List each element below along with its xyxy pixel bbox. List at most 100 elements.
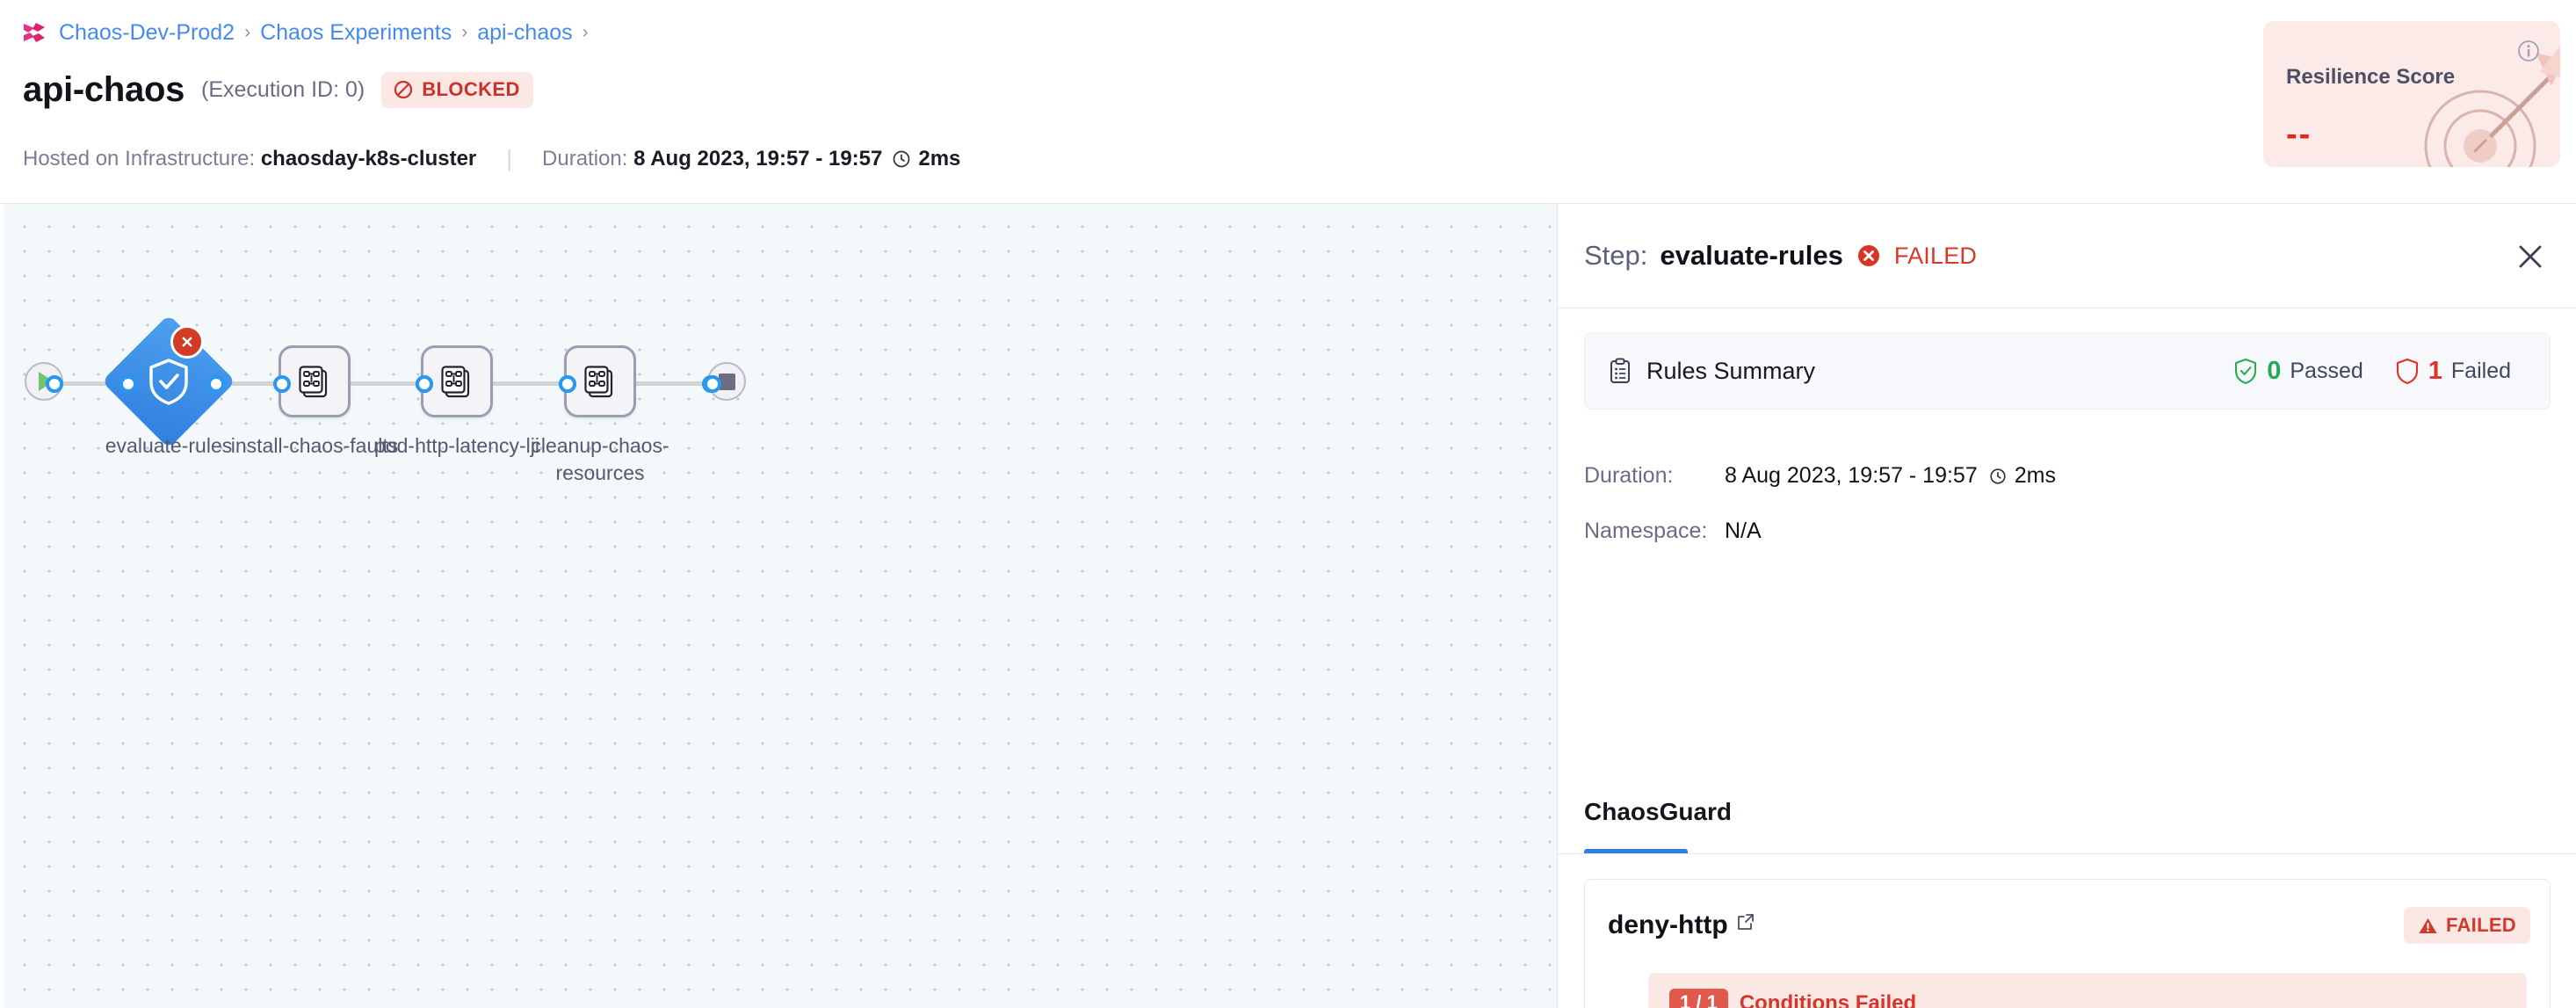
duration-time: 2ms bbox=[918, 146, 961, 170]
conditions-count-pill: 1 / 1 bbox=[1669, 989, 1728, 1008]
harness-logo-icon bbox=[24, 23, 45, 42]
duration-label: Duration: bbox=[542, 146, 628, 170]
tab-active-indicator bbox=[1584, 849, 1688, 853]
page-header: Chaos-Dev-Prod2 › Chaos Experiments › ap… bbox=[0, 0, 2576, 204]
rules-passed-stat: 0 Passed bbox=[2233, 357, 2363, 386]
pipeline-node-evaluate-rules[interactable] bbox=[101, 314, 236, 449]
namespace-key: Namespace: bbox=[1584, 519, 1708, 543]
panel-title-prefix: Step: bbox=[1584, 240, 1648, 271]
step-namespace-row: Namespace: N/A bbox=[1584, 519, 1762, 544]
edge-install-to-pod bbox=[342, 381, 421, 386]
rule-status-badge: FAILED bbox=[2403, 907, 2530, 944]
duration-value: 8 Aug 2023, 19:57 - 19:57 bbox=[1725, 463, 1978, 488]
edge-cleanup-to-end bbox=[628, 381, 714, 386]
breadcrumb-separator: › bbox=[461, 22, 468, 42]
infrastructure-label: Hosted on Infrastructure: bbox=[23, 146, 256, 170]
execution-id: (Execution ID: 0) bbox=[201, 77, 365, 102]
info-icon[interactable] bbox=[2516, 39, 2541, 63]
panel-status: FAILED bbox=[1893, 242, 1978, 269]
stop-icon bbox=[718, 373, 735, 390]
breadcrumb-item-0[interactable]: Chaos-Dev-Prod2 bbox=[59, 20, 235, 45]
tab-chaosguard-label: ChaosGuard bbox=[1584, 798, 1733, 825]
step-details-panel: Step: evaluate-rules FAILED Rules Summar… bbox=[1557, 204, 2576, 1008]
title-row: api-chaos (Execution ID: 0) BLOCKED bbox=[23, 70, 533, 110]
page-title: api-chaos bbox=[23, 70, 185, 109]
rule-name: deny-http bbox=[1608, 910, 1755, 940]
rules-failed-stat: 1 Failed bbox=[2395, 357, 2511, 386]
infrastructure-value: chaosday-k8s-cluster bbox=[260, 146, 477, 170]
connector-dot bbox=[119, 375, 137, 393]
connector-dot bbox=[704, 375, 721, 393]
panel-step-name: evaluate-rules bbox=[1660, 240, 1843, 271]
conditions-failed-title: Conditions Failed bbox=[1739, 990, 1917, 1008]
external-link-icon[interactable] bbox=[1736, 912, 1755, 932]
panel-tabbar: ChaosGuard bbox=[1558, 793, 2576, 854]
rules-summary-card: Rules Summary 0 Passed 1 Failed bbox=[1584, 332, 2551, 410]
pipeline-node-label: pod-http-latency-lji bbox=[374, 434, 539, 457]
conditions-failed-header: 1 / 1 Conditions Failed bbox=[1669, 989, 2506, 1008]
warning-triangle-icon bbox=[2419, 917, 2437, 933]
pipeline-node-label: install-chaos-faults bbox=[230, 434, 399, 457]
chaos-fault-stack-icon bbox=[299, 366, 328, 398]
node-error-badge bbox=[170, 325, 204, 359]
resilience-score-card: Resilience Score -- bbox=[2263, 21, 2560, 167]
blocked-circle-icon bbox=[394, 80, 413, 99]
breadcrumb-item-1[interactable]: Chaos Experiments bbox=[260, 20, 452, 45]
rules-failed-count: 1 bbox=[2428, 356, 2442, 385]
clock-icon bbox=[1990, 468, 2006, 484]
conditions-failed-box: 1 / 1 Conditions Failed The rule has fai… bbox=[1648, 973, 2527, 1008]
shield-outline-icon bbox=[2396, 358, 2418, 384]
chaos-fault-stack-icon bbox=[441, 366, 470, 398]
rule-header: deny-http FAILED bbox=[1608, 903, 2530, 948]
resilience-score-title: Resilience Score bbox=[2286, 65, 2456, 89]
error-x-icon bbox=[182, 337, 192, 347]
chaos-fault-stack-icon bbox=[584, 366, 613, 398]
connector-dot bbox=[207, 375, 225, 393]
rules-summary-left: Rules Summary bbox=[1608, 358, 1815, 385]
close-icon[interactable] bbox=[2514, 241, 2546, 272]
status-badge-label: BLOCKED bbox=[422, 78, 520, 100]
clock-icon bbox=[894, 150, 910, 167]
meta-divider: | bbox=[506, 145, 513, 171]
rules-failed-label: Failed bbox=[2450, 358, 2511, 383]
edge-start-to-evaluate bbox=[54, 381, 132, 386]
shield-check-icon bbox=[2235, 358, 2257, 384]
clipboard-icon bbox=[1610, 358, 1630, 383]
target-dart-icon bbox=[2424, 46, 2560, 167]
rules-passed-count: 0 bbox=[2267, 356, 2282, 385]
chaosguard-rule-card: deny-http FAILED 1 / 1 Conditions F bbox=[1584, 879, 2551, 1008]
breadcrumb-separator: › bbox=[244, 22, 251, 42]
rules-passed-label: Passed bbox=[2290, 358, 2363, 383]
breadcrumb-separator-trailing: › bbox=[582, 22, 589, 42]
connector-dot bbox=[273, 375, 291, 393]
tab-chaosguard[interactable]: ChaosGuard bbox=[1584, 793, 1732, 854]
rule-name-label: deny-http bbox=[1608, 910, 1728, 939]
edge-pod-to-cleanup bbox=[485, 381, 564, 386]
status-badge: BLOCKED bbox=[381, 72, 533, 108]
resilience-score-value: -- bbox=[2286, 116, 2312, 153]
duration-value: 8 Aug 2023, 19:57 - 19:57 bbox=[633, 146, 883, 170]
evaluate-rules-diamond bbox=[101, 314, 236, 449]
pipeline-node-label: cleanup-chaos-resources bbox=[531, 434, 669, 484]
execution-meta: Hosted on Infrastructure: chaosday-k8s-c… bbox=[23, 145, 960, 172]
connector-dot bbox=[416, 375, 433, 393]
namespace-value: N/A bbox=[1725, 519, 1762, 543]
error-x-icon bbox=[1857, 245, 1879, 266]
rules-summary-label: Rules Summary bbox=[1646, 357, 1816, 384]
duration-key: Duration: bbox=[1584, 463, 1674, 488]
left-edge-strip bbox=[0, 204, 7, 1008]
duration-time: 2ms bbox=[2014, 463, 2056, 488]
breadcrumb: Chaos-Dev-Prod2 › Chaos Experiments › ap… bbox=[23, 19, 589, 46]
panel-header: Step: evaluate-rules FAILED bbox=[1558, 204, 2576, 308]
rules-summary-stats: 0 Passed 1 Failed bbox=[2233, 357, 2511, 386]
step-duration-row: Duration: 8 Aug 2023, 19:57 - 19:57 2ms bbox=[1584, 463, 2056, 489]
pipeline-canvas[interactable]: evaluate-rules install-chaos-faults bbox=[7, 204, 1557, 1008]
connector-dot bbox=[46, 375, 63, 393]
breadcrumb-item-2[interactable]: api-chaos bbox=[477, 20, 573, 45]
pipeline-node-label: evaluate-rules bbox=[105, 434, 233, 457]
edge-evaluate-to-install bbox=[214, 381, 285, 386]
rule-status-label: FAILED bbox=[2445, 914, 2516, 936]
connector-dot bbox=[559, 375, 576, 393]
panel-title: Step: evaluate-rules FAILED bbox=[1584, 240, 1977, 272]
shield-check-icon bbox=[149, 359, 188, 405]
